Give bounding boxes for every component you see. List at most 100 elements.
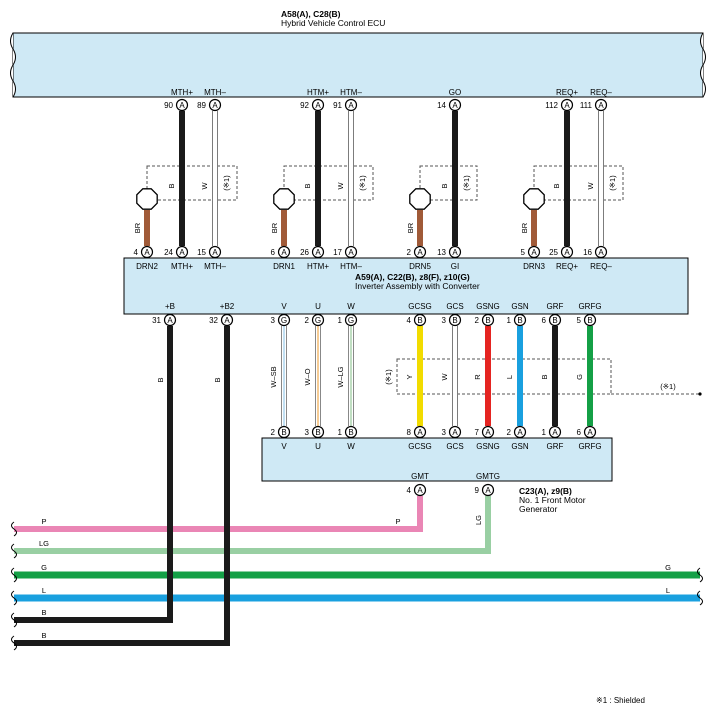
shield-box [146,165,238,201]
inverter-top-pin-conn: A [564,248,570,257]
motor-bottom-pin-circle [481,483,495,497]
inverter-bottom-pin-circle [513,313,527,327]
ecu-pin-num: 89 [197,101,206,110]
inverter-top-pin-name: DRN3 [523,262,545,271]
inverter-top-pin-circle [527,245,541,259]
ecu-pin-circle [311,98,325,112]
inverter-top-pin-name: DRN2 [136,262,158,271]
inverter-bottom-pin-conn: B [452,316,457,325]
wire-color-label: BR [270,222,279,233]
motor-top-pin-conn: A [452,428,458,437]
inverter-bottom-pin-num: 1 [338,316,343,325]
inverter-top-pin-num: 13 [437,248,446,257]
ecu-code: A58(A), C28(B) [281,9,341,19]
inverter-top-pin-circle [175,245,189,259]
inverter-top-pin-circle [140,245,154,259]
inverter-bottom-pin-conn: B [485,316,490,325]
inverter-top-pin-name: DRN5 [409,262,431,271]
ecu-pin-conn: A [212,101,218,110]
inverter-bottom-pin-conn: B [517,316,522,325]
inverter-top-pin-num: 2 [407,248,412,257]
inverter-bottom-pin-name: GSN [511,302,529,311]
inverter-bottom-pin-name: U [315,302,321,311]
inverter-bottom-pin-num: 3 [442,316,447,325]
bus-break-left [11,635,17,651]
inverter-bottom-pin-name: W [347,302,355,311]
bus-label: B [41,631,46,640]
wire-color-label: W [200,182,209,190]
ecu-pin-name: GO [449,88,461,97]
wire-color-label: BR [133,222,142,233]
motor-top-pin-conn: A [552,428,558,437]
ecu-pin-num: 92 [300,101,309,110]
bus-break-left [11,521,17,537]
shield-box [533,165,624,201]
bus-label: L [42,586,46,595]
inverter-bottom-pin-circle [548,313,562,327]
wire-color-label: W–SB [269,366,278,387]
motor-top-pin-name: GSN [511,442,529,451]
inverter-code: A59(A), C22(B), z8(F), z10(G) [355,272,470,282]
inverter-top-pin-circle [208,245,222,259]
motor-top-pin-conn: A [485,428,491,437]
inverter-top-pin-conn: A [417,248,423,257]
shield-mark: (※1) [608,175,617,191]
motor-top-pin-name: GRFG [578,442,601,451]
inverter-top-pin-conn: A [212,248,218,257]
wire-color-label: B [552,183,561,188]
ecu-pin-circle [344,98,358,112]
motor-top-pin-circle [448,425,462,439]
ecu-pin-num: 111 [580,101,593,110]
inverter-top-pin-circle [413,245,427,259]
bus-label: G [665,563,671,572]
bus-wire-lg [14,496,491,554]
ecu-pin-name: HTM– [340,88,362,97]
shield-ground-dot [698,392,702,396]
inverter-top-pin-conn: A [144,248,150,257]
motor-name-line1: No. 1 Front Motor [519,495,586,505]
inverter-top-pin-name: REQ– [590,262,612,271]
motor-top-pin-num: 7 [475,428,480,437]
inverter-top-pin-name: GI [451,262,459,271]
ecu-pin-circle [448,98,462,112]
inverter-bottom-pin-conn: A [224,316,230,325]
inverter-top-pin-name: HTM+ [307,262,329,271]
inverter-top-pin-conn: A [531,248,537,257]
inverter-top-pin-name: HTM– [340,262,362,271]
inverter-name: Inverter Assembly with Converter [355,281,480,291]
ecu-pin-name: REQ– [590,88,612,97]
wire-color-label: B [167,183,176,188]
left-margin-mask [0,515,11,655]
drain-ground-symbol [273,188,295,210]
shield-mark: (※1) [358,175,367,191]
inverter-top-pin-conn: A [179,248,185,257]
ecu-pin-num: 14 [437,101,446,110]
inverter-bottom-pin-name: GSNG [476,302,500,311]
bus-label: G [41,563,47,572]
shield-box [283,165,374,201]
bus-label: L [666,586,670,595]
motor-bottom-pin-name: GMTG [476,472,500,481]
motor-top-pin-num: 2 [271,428,276,437]
inverter-bottom-pin-name: GRFG [578,302,601,311]
shield-box [396,358,612,395]
shield-mark: (※1) [384,369,393,385]
wire-color-label: W–O [303,368,312,385]
wire-color-label: B [156,377,165,382]
motor-bottom-pin-conn: A [417,486,423,495]
wire-color-label: BR [406,222,415,233]
inverter-bottom-pin-circle [448,313,462,327]
wire-color-label: W [440,373,449,381]
inverter-top-pin-conn: A [598,248,604,257]
ecu-pin-num: 112 [545,101,558,110]
motor-top-pin-circle [583,425,597,439]
inverter-bottom-pin-num: 1 [507,316,512,325]
ecu-pin-conn: A [179,101,185,110]
inverter-bottom-pin-conn: G [281,316,287,325]
ecu-break-right [700,32,706,98]
inverter-bottom-pin-conn: G [348,316,354,325]
ecu-pin-name: REQ+ [556,88,578,97]
inverter-top-pin-num: 5 [521,248,526,257]
ecu-pin-conn: A [564,101,570,110]
motor-top-pin-circle [277,425,291,439]
